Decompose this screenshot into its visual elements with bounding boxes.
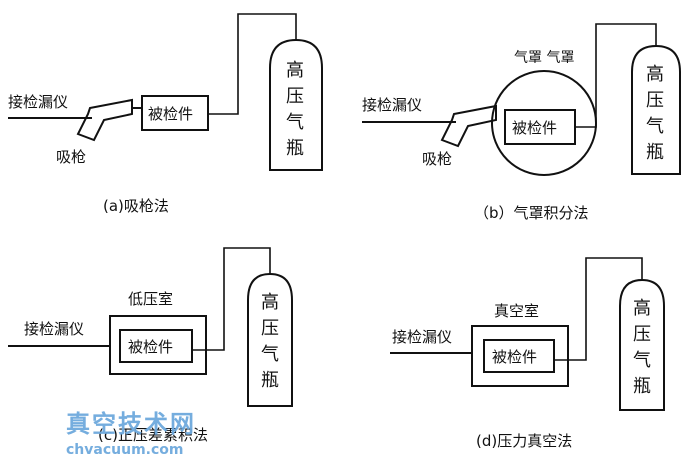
panel-a-cylinder-char-4: 瓶: [286, 138, 304, 159]
panel-c-leak-detector-label: 接检漏仪: [24, 320, 84, 338]
panel-d-test-part-box: [483, 339, 555, 373]
panel-c-cylinder-char-2: 压: [261, 318, 279, 339]
panel-c-chamber-label: 低压室: [128, 290, 173, 308]
panel-d-pipe: [554, 257, 643, 361]
panel-b-probe-shape: [440, 104, 497, 148]
panel-d-cylinder-char-3: 气: [633, 350, 651, 371]
panel-c-cylinder-char-3: 气: [261, 344, 279, 365]
panel-c-caption: (c)正压差累积法: [98, 426, 208, 444]
panel-b-pipe: [575, 23, 657, 128]
panel-b: 接检漏仪 吸枪 气罩 气罩 被检件 高 压 气 瓶 （b）气罩积分法: [362, 23, 681, 222]
panel-b-cylinder: [631, 44, 681, 175]
panel-d-leak-detector-label: 接检漏仪: [392, 328, 452, 346]
panel-b-hood-label: 气罩 气罩: [514, 50, 574, 66]
panel-b-probe-label: 吸枪: [422, 150, 452, 168]
panel-c-cylinder-char-4: 瓶: [261, 370, 279, 391]
panel-a-pipe: [208, 13, 297, 115]
panel-d-test-part-label: 被检件: [492, 348, 537, 366]
panel-d: 接检漏仪 真空室 被检件 高 压 气 瓶 (d)压力真空法: [390, 257, 665, 450]
panel-a-test-part-label: 被检件: [148, 105, 193, 123]
panel-c-cylinder-char-1: 高: [261, 292, 279, 313]
panel-a-caption: (a)吸枪法: [103, 197, 169, 215]
panel-c-pipe: [192, 247, 271, 351]
watermark-title: 真空技术网: [66, 409, 196, 438]
panel-c-test-part-box: [119, 329, 193, 363]
watermark-url: chvacuum.com: [66, 442, 183, 458]
panel-c-chamber-box: [109, 315, 207, 375]
panel-a-leak-detector-label: 接检漏仪: [8, 93, 68, 111]
panel-d-cylinder-char-4: 瓶: [633, 376, 651, 397]
panel-a-cylinder-char-3: 气: [286, 112, 304, 133]
panel-a-cylinder-char-1: 高: [286, 60, 304, 81]
panel-a-probe-label: 吸枪: [56, 148, 86, 166]
panel-a-test-part-box: [141, 95, 209, 131]
panel-a-cylinder-char-2: 压: [286, 86, 304, 107]
panel-a-cylinder: [269, 38, 323, 171]
panel-a: 接检漏仪 吸枪 被检件 高 压 气 瓶 (a)吸枪法: [8, 13, 323, 215]
panel-d-chamber-box: [471, 325, 569, 387]
panel-d-cylinder-char-1: 高: [633, 298, 651, 319]
panel-d-cylinder: [619, 278, 665, 411]
panel-b-test-part-label: 被检件: [512, 119, 557, 137]
panel-b-cylinder-char-3: 气: [646, 116, 664, 137]
panel-b-cylinder-char-4: 瓶: [646, 142, 664, 163]
watermark: 真空技术网 chvacuum.com: [66, 409, 196, 458]
panel-d-caption: (d)压力真空法: [476, 432, 572, 450]
panel-b-leak-detector-label: 接检漏仪: [362, 96, 422, 114]
panel-c-cylinder: [247, 272, 293, 407]
panel-d-cylinder-char-2: 压: [633, 324, 651, 345]
panel-d-chamber-label: 真空室: [494, 302, 539, 320]
panel-c-test-part-label: 被检件: [128, 338, 173, 356]
panel-b-cylinder-char-1: 高: [646, 64, 664, 85]
panel-b-caption: （b）气罩积分法: [474, 204, 589, 222]
panel-b-cylinder-char-2: 压: [646, 90, 664, 111]
panel-c: 接检漏仪 低压室 被检件 高 压 气 瓶 (c)正压差累积法: [8, 247, 293, 444]
panel-a-probe-shape: [76, 98, 133, 142]
